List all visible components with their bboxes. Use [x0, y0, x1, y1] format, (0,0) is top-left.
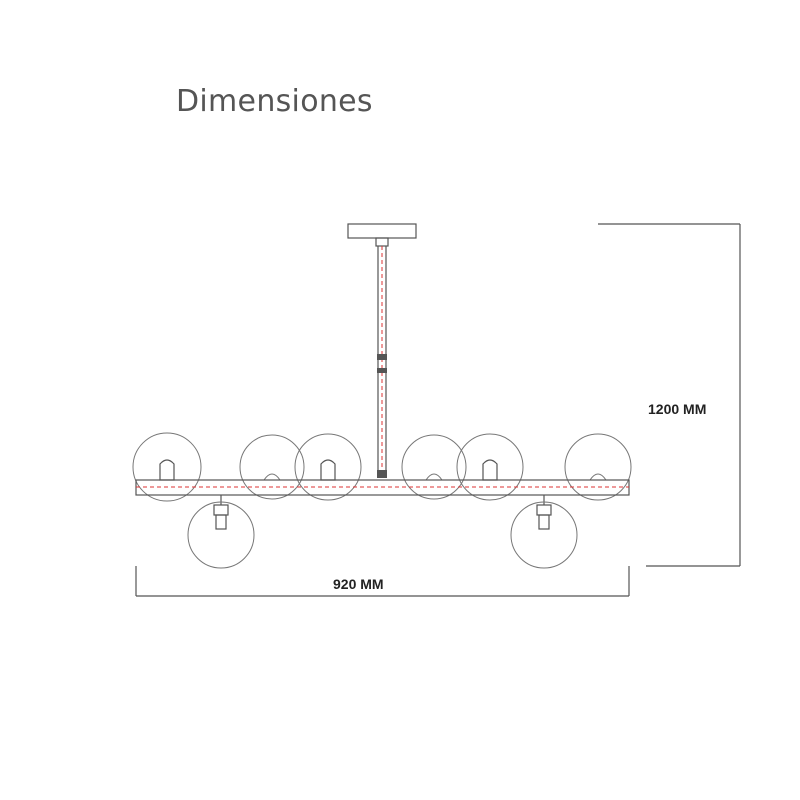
height-dimension-label: 1200 MM: [648, 401, 707, 417]
width-dimension-line: [135, 566, 630, 597]
lower-globes: [187, 495, 578, 569]
canopy-neck: [375, 237, 389, 247]
horizontal-bar: [135, 479, 630, 496]
height-dimension-line: [598, 223, 741, 567]
upper-sockets: [159, 459, 607, 481]
suspension-rod: [377, 246, 387, 478]
page-title: Dimensiones: [176, 84, 373, 119]
upper-globes: [132, 432, 632, 502]
width-dimension-label: 920 MM: [333, 576, 384, 592]
ceiling-canopy: [347, 223, 417, 239]
